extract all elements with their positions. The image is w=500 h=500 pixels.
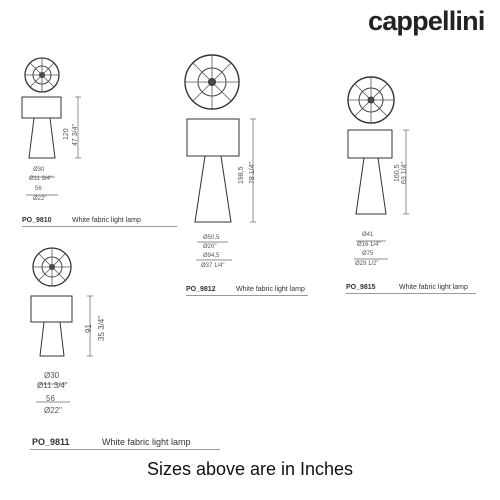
- lamp-9815-code: PO_9815: [346, 284, 376, 291]
- lamp-9811-height-in: 35 3/4": [97, 315, 106, 341]
- lamp-9812-code: PO_9812: [186, 286, 216, 293]
- lamp-9811-base-diameter-in: Ø22": [44, 406, 62, 415]
- lamp-9815-description: White fabric light lamp: [399, 284, 468, 291]
- footer-note: Sizes above are in Inches: [146, 459, 354, 479]
- lamp-9810-shade-diameter-mm: Ø30: [33, 167, 45, 173]
- lamp-9812-top-view: [184, 54, 240, 110]
- lamp-9815-base-diameter-mm: Ø75: [362, 251, 374, 257]
- lamp-9810-top-view: [24, 57, 60, 93]
- lamp-9811-side-view: [30, 295, 73, 357]
- lamp-9815-height-in: 63 1/4": [401, 162, 408, 184]
- lamp-9811-code: PO_9811: [32, 437, 70, 447]
- lamp-9811-description: White fabric light lamp: [102, 437, 191, 447]
- lamp-9815-height-mm: 160,5: [394, 164, 401, 182]
- lamp-9811-underline: [30, 449, 220, 450]
- lamp-9810-base-diameter-in: Ø22": [33, 196, 47, 202]
- lamp-9815-underline: [346, 293, 476, 294]
- lamp-9811-base-diameter-mm: 56: [46, 394, 55, 403]
- lamp-9812-side-view: [186, 118, 240, 223]
- lamp-9815-shade-diameter-mm: Ø41: [362, 232, 374, 238]
- lamp-9810-side-view: [21, 96, 62, 159]
- lamp-9810-underline: [22, 226, 177, 227]
- lamp-9812-dimension-lines: [196, 118, 256, 261]
- brand-logo: cappellini: [368, 6, 485, 36]
- lamp-9812-height-mm: 198,5: [238, 166, 245, 184]
- lamp-9810-dimension-lines: [26, 96, 81, 196]
- lamp-9812-height-in: 78 1/4": [249, 162, 256, 184]
- lamp-9810-code: PO_9810: [22, 217, 52, 224]
- lamp-9812-shade-diameter-mm: Ø50,5: [203, 235, 220, 241]
- lamp-9811-height-mm: 91: [84, 324, 93, 333]
- lamp-9811-top-view: [32, 247, 72, 287]
- lamp-9812-base-diameter-in: Ø37 1/4": [201, 263, 225, 269]
- lamp-9810-description: White fabric light lamp: [72, 217, 141, 224]
- lamp-9810-shade-diameter-in: Ø11 3/4": [29, 176, 53, 182]
- lamp-9812-base-diameter-mm: Ø94,5: [203, 253, 220, 259]
- lamp-9815-base-diameter-in: Ø29 1/2": [355, 261, 379, 267]
- lamp-9811-shade-diameter-in: Ø11 3/4": [37, 381, 68, 390]
- lamp-9815-top-view: [347, 76, 395, 124]
- lamp-9810-height-mm: 120: [63, 128, 70, 140]
- lamp-9810-height-in: 47 3/4": [72, 124, 79, 146]
- lamp-9812-description: White fabric light lamp: [236, 286, 305, 293]
- lamp-9812-shade-diameter-in: Ø20": [203, 244, 217, 250]
- lamp-9815-shade-diameter-in: Ø16 1/4": [357, 242, 381, 248]
- lamp-9811-shade-diameter-mm: Ø30: [44, 371, 60, 380]
- lamp-9812-underline: [186, 295, 308, 296]
- lamp-9815-dimension-lines: [354, 129, 409, 260]
- lamp-9811-dimension-lines: [36, 295, 93, 403]
- lamp-9810-base-diameter-mm: 56: [35, 186, 42, 192]
- lamp-9815-side-view: [347, 129, 393, 215]
